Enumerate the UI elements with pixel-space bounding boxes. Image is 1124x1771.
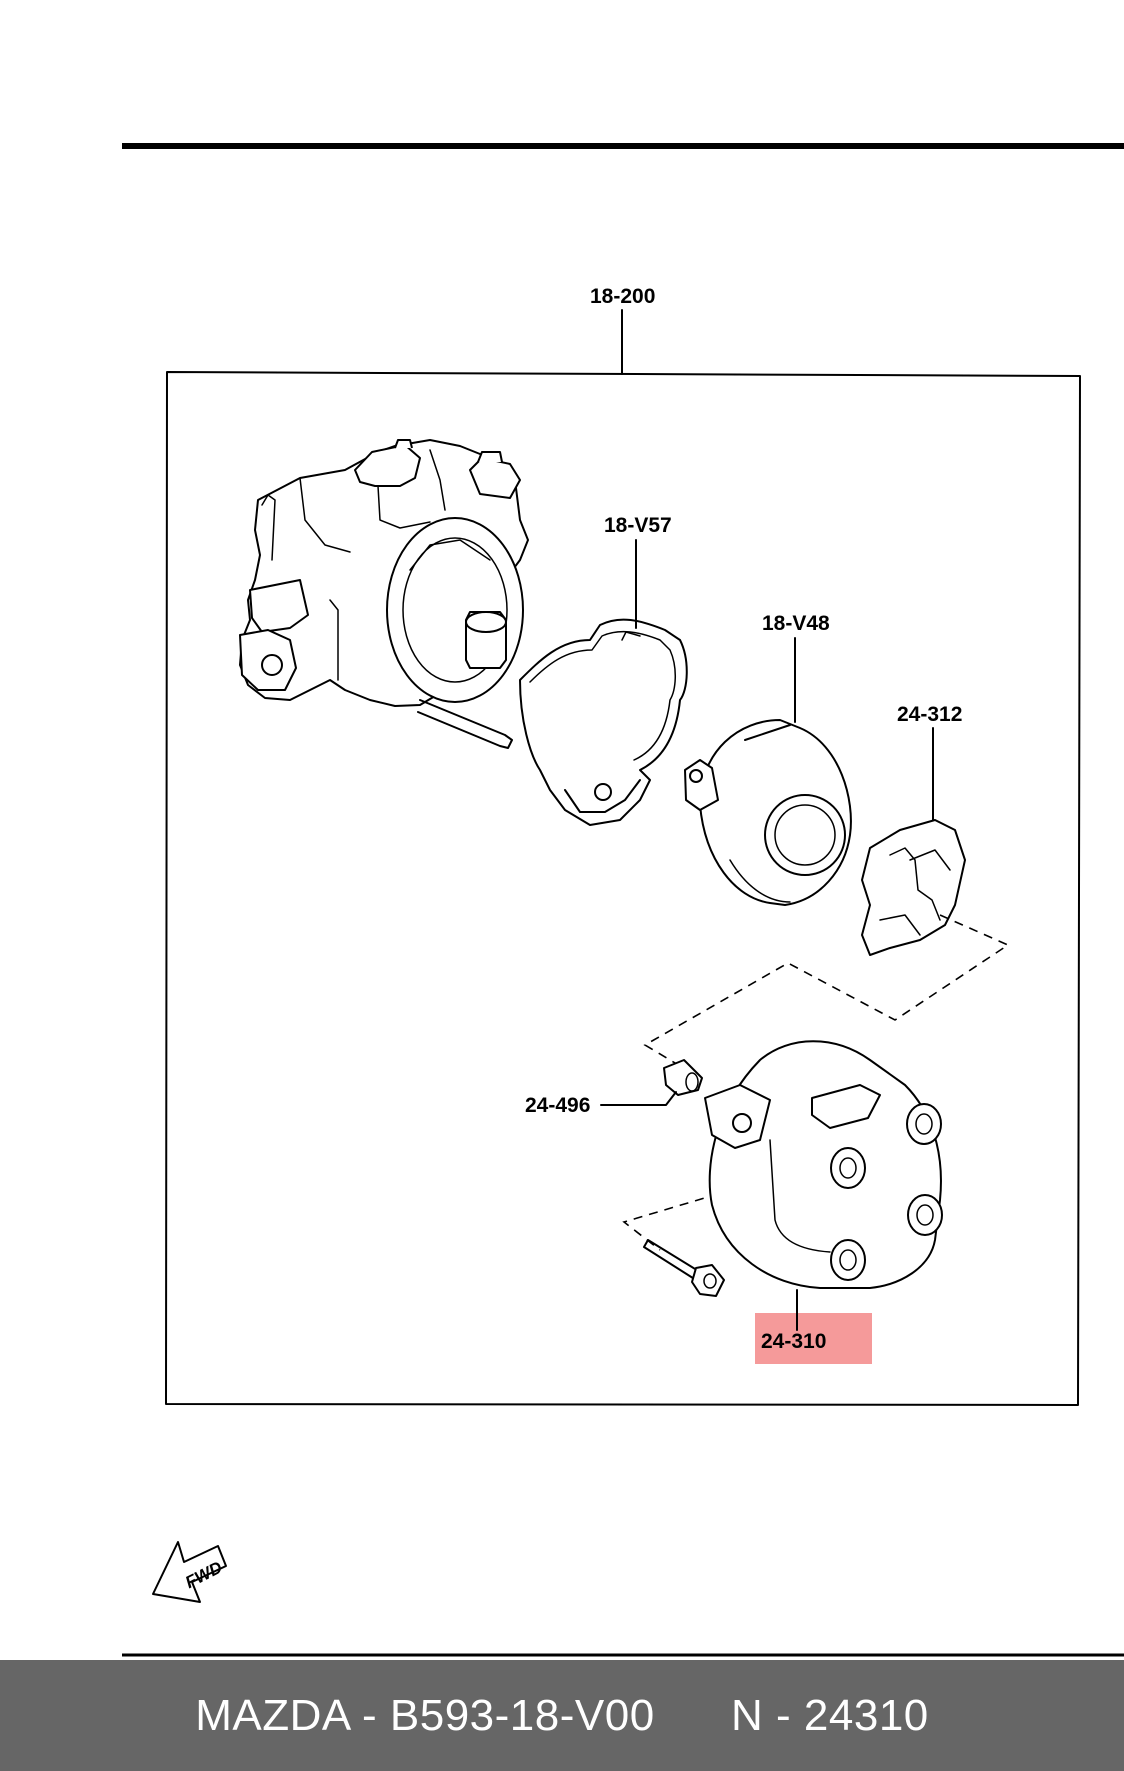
rotor-part	[861, 819, 966, 956]
fwd-arrow-icon: FWD	[152, 1541, 227, 1603]
footer-bar: MAZDA - B593-18-V00 N - 24310	[0, 1660, 1124, 1771]
coil-part	[684, 719, 852, 906]
highlight-box	[755, 1313, 872, 1364]
gasket-part	[519, 618, 688, 826]
fwd-label: FWD	[182, 1558, 225, 1593]
callout-18-V48: 18-V48	[762, 612, 830, 635]
bolt-part	[643, 1239, 725, 1297]
callout-24-312: 24-312	[897, 703, 962, 726]
alignment-dashes-upper	[643, 914, 1010, 1073]
distributor-housing	[239, 439, 529, 749]
part-number-caption: MAZDA - B593-18-V00 N - 24310	[195, 1690, 929, 1740]
assembly-frame	[165, 371, 1081, 1406]
callout-24-310: 24-310	[761, 1330, 826, 1353]
callout-18-200: 18-200	[590, 285, 655, 308]
leader-24-496	[600, 1091, 677, 1106]
callout-24-496: 24-496	[525, 1094, 590, 1117]
callout-18-V57: 18-V57	[604, 514, 672, 537]
cap-part	[704, 1040, 943, 1289]
parts-diagram: 18-200 18-V57	[122, 143, 1124, 1657]
cap-seal-part	[663, 1059, 703, 1096]
